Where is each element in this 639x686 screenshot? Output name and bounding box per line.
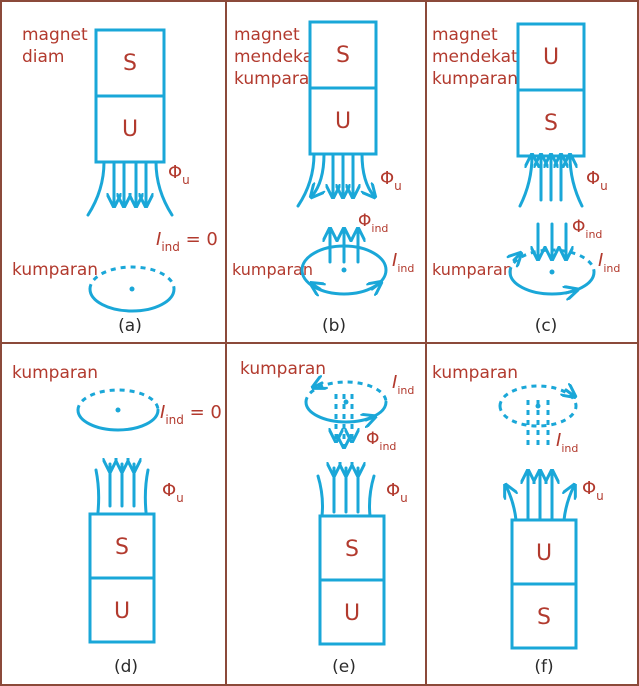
coil-label: kumparan (432, 363, 518, 383)
pole-bottom-label: U (122, 117, 138, 142)
iind-label: Iind = 0 (160, 402, 222, 427)
flux-label: Φu (586, 168, 608, 193)
caption: (d) (114, 657, 138, 677)
pole-top-label: U (536, 541, 552, 566)
magnet-top (318, 514, 386, 582)
pole-bottom-label: U (114, 599, 130, 624)
note-line-1: magnet (234, 25, 300, 45)
pole-bottom-label: U (335, 109, 351, 134)
panel-e: kumparan Iind Φind Φu S U (e) (240, 359, 414, 677)
iind-label: Iind (556, 430, 578, 455)
induced-flux-arrows (526, 400, 550, 450)
iind-label: Iind (392, 250, 414, 275)
coil-label: kumparan (12, 363, 98, 383)
note-line-1: magnet (432, 25, 498, 45)
caption: (e) (332, 657, 356, 677)
note-line-2: mendekati (432, 47, 522, 67)
coil-label: kumparan (12, 260, 98, 280)
note-line-3: kumparan (432, 69, 518, 89)
coil (508, 270, 596, 296)
field-lines (296, 152, 374, 208)
magnet-top (88, 512, 156, 580)
caption: (b) (322, 316, 346, 336)
pole-top-label: U (543, 45, 559, 70)
coil (304, 400, 388, 424)
note-line-1: magnet (22, 25, 88, 45)
field-lines (86, 160, 174, 217)
note-line-2: diam (22, 47, 65, 67)
iind-label: Iind (598, 250, 620, 275)
caption: (c) (535, 316, 558, 336)
panel-d: kumparan Iind = 0 Φu S U (d) (12, 363, 222, 677)
flux-label: Φu (162, 480, 184, 505)
coil (76, 408, 160, 432)
panel-f: kumparan Iind Φu U S (f) (432, 363, 604, 677)
iind-label: Iind (392, 372, 414, 397)
flux-label: Φu (582, 478, 604, 503)
pole-top-label: S (115, 535, 129, 560)
magnet-bottom (510, 582, 578, 650)
pole-bottom-label: S (544, 111, 558, 136)
note-line-3: kumparan (234, 69, 320, 89)
caption: (f) (534, 657, 553, 677)
phi-ind-label: Φind (572, 217, 602, 241)
panel-c: magnet mendekati kumparan U S Φu Φind ku… (432, 22, 620, 336)
field-lines (94, 464, 150, 514)
coil (498, 405, 578, 428)
magnet-bottom (318, 578, 386, 646)
coil-label: kumparan (240, 359, 326, 379)
induced-flux-arrows (336, 394, 352, 446)
field-lines (506, 472, 574, 522)
flux-label: Φu (386, 480, 408, 505)
pole-top-label: S (123, 51, 137, 76)
magnet-top (510, 518, 578, 586)
magnet-top (308, 20, 378, 90)
magnet-bottom (88, 576, 156, 644)
induced-flux-arrows (538, 222, 566, 258)
coil (300, 244, 388, 296)
coil (88, 287, 176, 313)
field-lines (518, 156, 584, 208)
flux-label: Φu (168, 162, 190, 187)
coil-label: kumparan (432, 260, 513, 279)
flux-label: Φu (380, 168, 402, 193)
magnet-bottom (94, 94, 166, 164)
pole-top-label: S (345, 537, 359, 562)
note-line-2: mendekati (234, 47, 324, 67)
phi-ind-label: Φind (366, 429, 396, 453)
iind-label: Iind = 0 (156, 229, 218, 254)
pole-top-label: S (336, 43, 350, 68)
panel-a: magnet diam S U Φu Iind = 0 kumparan (a) (12, 25, 218, 336)
caption: (a) (118, 316, 142, 336)
pole-bottom-label: U (344, 601, 360, 626)
field-lines (316, 468, 376, 518)
coil-label: kumparan (232, 260, 313, 279)
pole-bottom-label: S (537, 605, 551, 630)
phi-ind-label: Φind (358, 211, 388, 235)
panel-b: magnet mendekati kumparan S U Φu Φind ku… (232, 20, 414, 336)
